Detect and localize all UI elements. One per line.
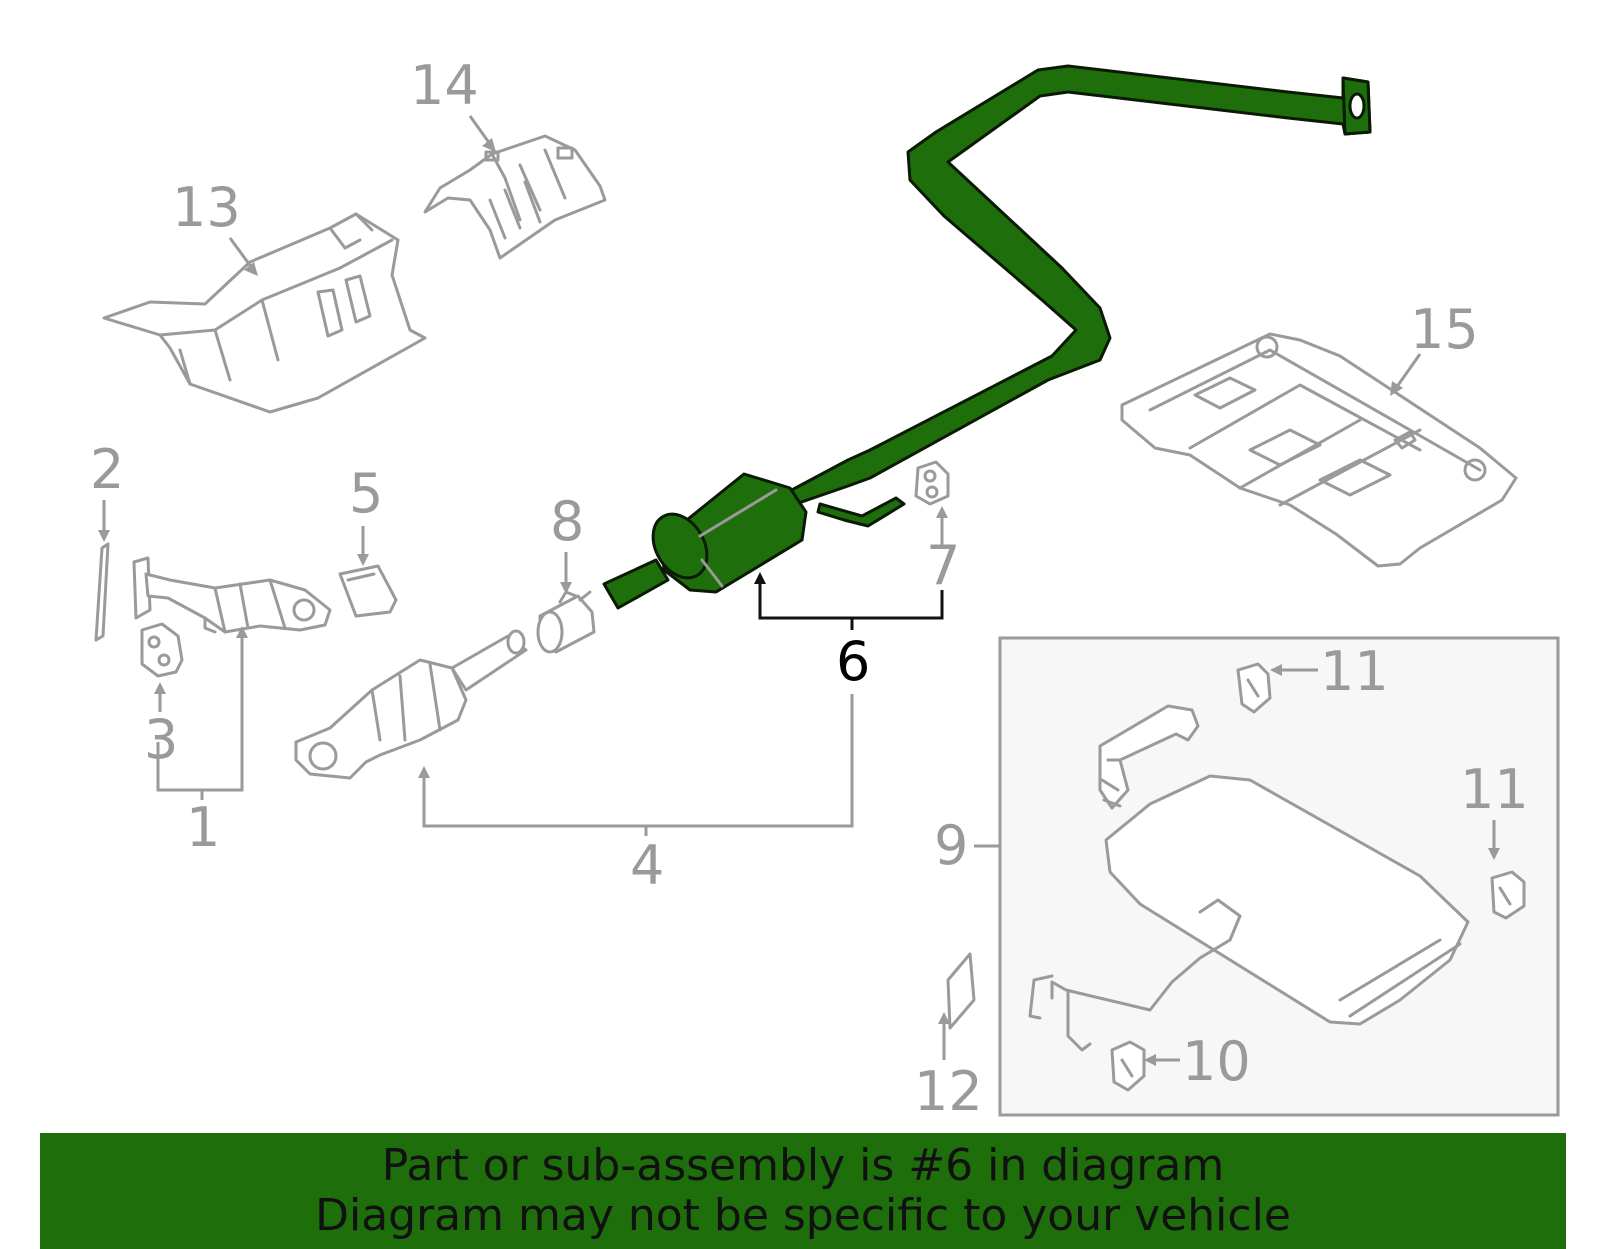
leader-lines [98,115,1500,1066]
callout-11-right: 11 [1460,758,1529,821]
callout-3: 3 [144,708,178,771]
part-8-clamp[interactable] [536,590,596,654]
part-15-underbody-cover[interactable] [1120,332,1518,568]
banner-line-2: Diagram may not be specific to your vehi… [315,1190,1291,1241]
part-5-gasket[interactable] [338,564,398,618]
info-banner: Part or sub-assembly is #6 in diagram Di… [40,1133,1566,1249]
part-7-hanger[interactable] [914,460,950,506]
part-13-heat-shield[interactable] [102,212,427,414]
part-14-heat-shield[interactable] [423,134,607,260]
part-9-rear-muffler-group[interactable] [998,636,1560,1117]
callout-10: 10 [1182,1030,1251,1093]
callout-7: 7 [926,534,960,597]
callout-2: 2 [90,438,124,501]
callout-8: 8 [550,490,584,553]
callout-1: 1 [186,796,220,859]
part-3-hanger[interactable] [140,622,184,678]
callout-6: 6 [836,630,870,693]
callout-13: 13 [172,176,241,239]
banner-line-1: Part or sub-assembly is #6 in diagram [381,1140,1225,1191]
callout-15: 15 [1410,298,1479,361]
callout-labels: 13 14 15 2 5 8 7 3 1 4 6 9 11 11 10 12 [90,54,1529,1123]
callout-12: 12 [914,1060,983,1123]
callout-5: 5 [349,462,383,525]
part-1-front-pipe[interactable] [132,556,332,634]
part-6-center-pipe-highlighted[interactable] [602,64,1372,610]
callout-14: 14 [410,54,479,117]
part-2-gasket[interactable] [94,542,110,642]
callout-9: 9 [934,814,968,877]
callout-4: 4 [630,834,664,897]
part-12-gasket[interactable] [946,952,976,1030]
callout-11-top: 11 [1320,640,1389,703]
part-4-catalytic-converter[interactable] [294,629,528,780]
